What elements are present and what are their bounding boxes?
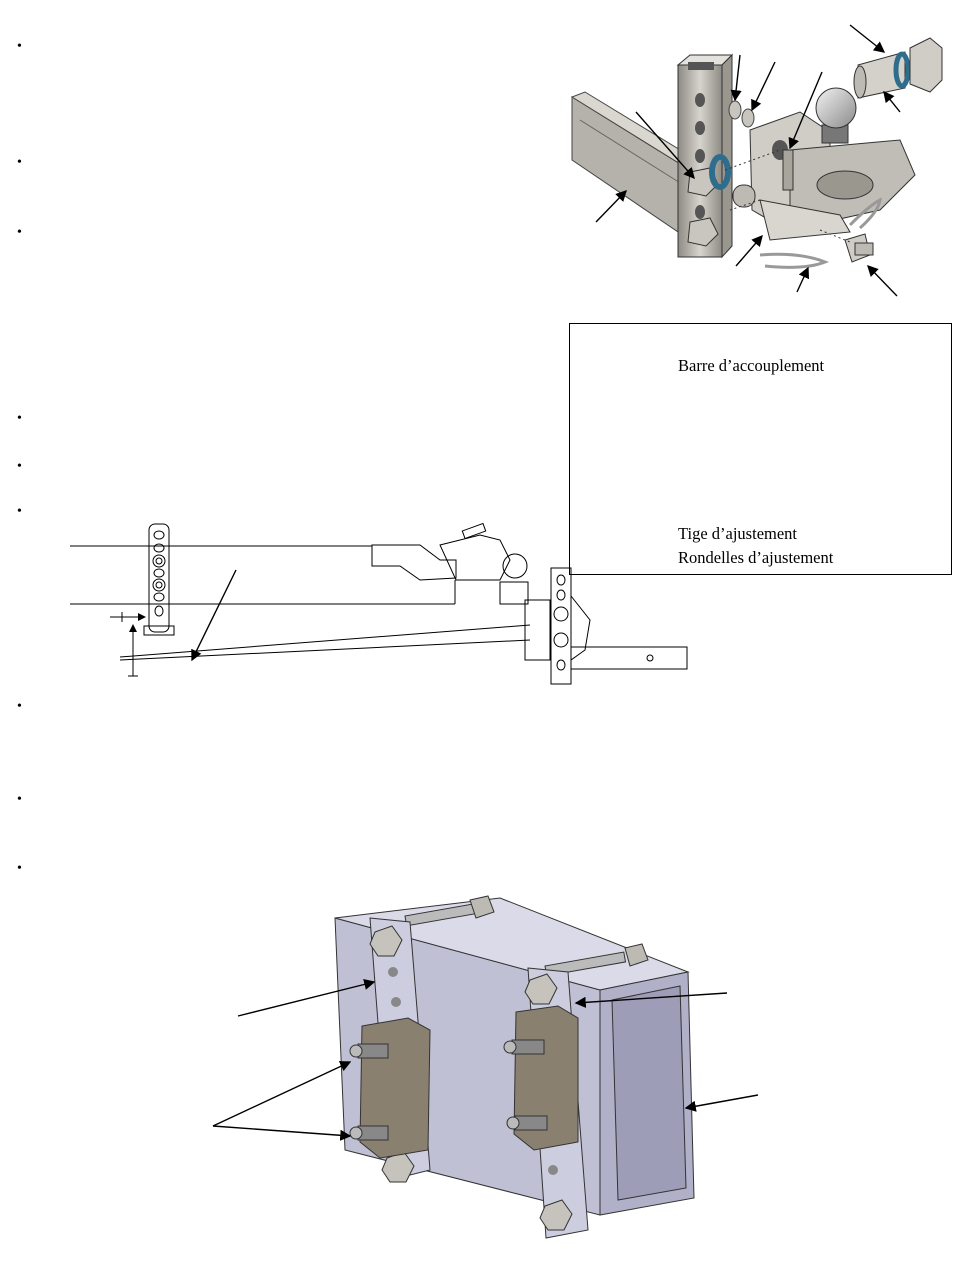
bullet-7: • bbox=[17, 699, 22, 714]
spring-clip-1 bbox=[759, 252, 830, 269]
bullet-3: • bbox=[17, 225, 22, 240]
bullet-5: • bbox=[17, 459, 22, 474]
bullet-6: • bbox=[17, 504, 22, 519]
top-bolt bbox=[853, 37, 943, 99]
bullet-8: • bbox=[17, 792, 22, 807]
bullet-1: • bbox=[17, 39, 22, 54]
parts-legend-box: Barre d’accouplement Tige d’ajustement R… bbox=[569, 323, 952, 575]
legend-adjustment-rod: Tige d’ajustement bbox=[678, 524, 798, 543]
mounting-bracket-assembly bbox=[334, 895, 695, 1239]
bullet-2: • bbox=[17, 155, 22, 170]
hitch-shank bbox=[676, 53, 734, 259]
hitch-head bbox=[732, 87, 916, 241]
hitch-side-view-diagram bbox=[70, 522, 688, 685]
legend-coupling-bar: Barre d’accouplement bbox=[678, 356, 825, 375]
lower-bolt bbox=[844, 233, 874, 263]
bullet-4: • bbox=[17, 411, 22, 426]
legend-adjustment-washers: Rondelles d’ajustement bbox=[678, 548, 834, 567]
spring-clip-2 bbox=[848, 197, 882, 230]
bullet-9: • bbox=[17, 861, 22, 876]
blue-washer-left bbox=[709, 154, 731, 190]
blue-washer-right bbox=[893, 51, 911, 89]
